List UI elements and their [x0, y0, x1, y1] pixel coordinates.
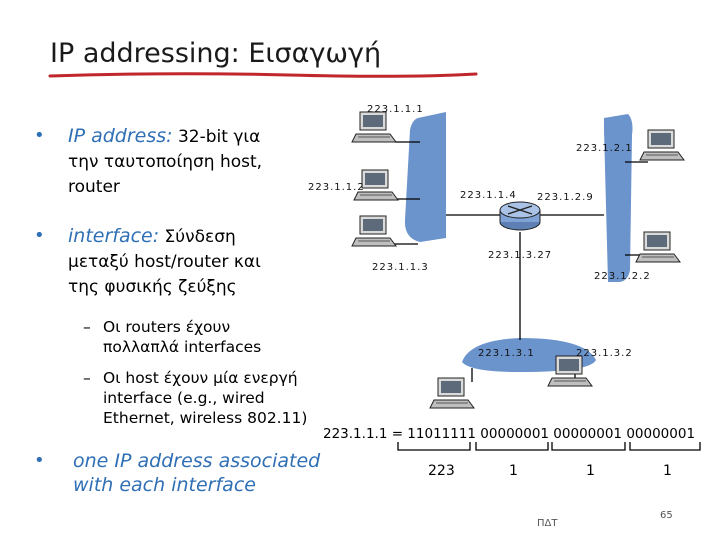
ip-label: 223.1.3.27 [488, 250, 552, 261]
octet-value: 223 [428, 463, 455, 479]
ip-label: 223.1.1.2 [308, 182, 365, 193]
page-number: 65 [660, 510, 673, 521]
ip-label: 223.1.2.9 [537, 192, 594, 203]
binary-address: 223.1.1.1 = 11011111 00000001 00000001 0… [323, 426, 695, 442]
host-computer [352, 112, 396, 142]
ip-label: 223.1.1.1 [367, 104, 424, 115]
ip-label: 223.1.3.2 [576, 348, 633, 359]
ip-label: 223.1.3.1 [478, 348, 535, 359]
octet-bracket [476, 442, 548, 450]
footer-label: ΠΔΤ [537, 518, 557, 529]
subnet-1-network [405, 112, 446, 242]
host-computer [430, 378, 474, 408]
ip-label: 223.1.2.1 [576, 143, 633, 154]
octet-bracket [398, 442, 470, 450]
subnet-2-network [604, 114, 633, 282]
octet-bracket [552, 442, 625, 450]
octet-value: 1 [663, 463, 672, 479]
router [500, 202, 540, 230]
ip-label: 223.1.2.2 [594, 271, 651, 282]
host-computer [352, 216, 396, 246]
octet-value: 1 [509, 463, 518, 479]
octet-bracket [630, 442, 700, 450]
ip-label: 223.1.1.3 [372, 262, 429, 273]
octet-value: 1 [586, 463, 595, 479]
ip-label: 223.1.1.4 [460, 190, 517, 201]
host-computer [640, 130, 684, 160]
host-computer [636, 232, 680, 262]
